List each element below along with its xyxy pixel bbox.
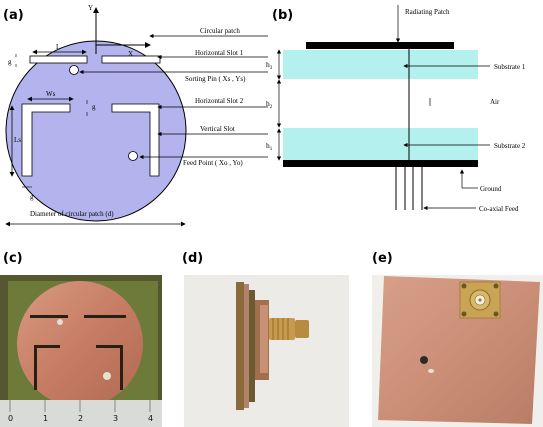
dim-g-label-1: g: [8, 58, 12, 66]
label-horizontal-slot-1: Horizontal Slot 1: [195, 49, 244, 57]
label-h2: h2: [266, 99, 273, 110]
ruler-num-4: 4: [148, 414, 153, 423]
ground-plane: [283, 160, 478, 167]
label-feed-point: Feed Point ( Xo , Yo): [183, 159, 243, 167]
label-radiating-patch: Radiating Patch: [405, 8, 450, 16]
dim-Ws-label: Ws: [46, 90, 56, 98]
panel-c: (c) 0 1 2 3 4: [0, 251, 162, 427]
horizontal-slot-1-left: [29, 55, 88, 64]
x-axis-label: X: [128, 50, 133, 58]
substrate-1: [283, 50, 478, 79]
panel-d: (d): [182, 251, 349, 427]
label-h1: h1: [266, 141, 273, 152]
dim-L-label: L: [56, 43, 60, 51]
panel-label-b: (b): [272, 8, 293, 23]
label-air: Air: [490, 98, 500, 106]
label-horizontal-slot-2: Horizontal Slot 2: [195, 97, 244, 105]
label-shorting-pin: Sorting Pin ( Xs , Ys): [185, 75, 246, 83]
label-vertical-slot: Vertical Slot: [200, 125, 235, 133]
diameter-label: Diameter of circular patch (d): [30, 210, 114, 218]
substrate-2: [283, 128, 478, 160]
y-axis-label: Y: [88, 4, 93, 12]
shorting-pin-photo: [420, 356, 428, 364]
feed-point: [128, 151, 138, 161]
sma-connector: [269, 318, 295, 340]
horizontal-slot-1-right: [101, 55, 161, 64]
dim-Ls-label: Ls: [14, 136, 21, 144]
radiating-patch: [306, 42, 454, 49]
label-circular-patch: Circular patch: [200, 27, 240, 35]
label-coaxial-feed: Co-axial Feed: [479, 205, 519, 213]
label-h3: h3: [266, 60, 273, 71]
ruler-num-2: 2: [78, 414, 83, 423]
panel-label-e: (e): [372, 251, 393, 266]
panel-b: (b) Radiating Patch Substrate 1 Air Subs…: [266, 5, 526, 213]
ruler-num-1: 1: [43, 414, 48, 423]
panel-label-a: (a): [3, 8, 24, 23]
panel-a: (a) Y X L g Ws g Ls g: [3, 4, 268, 227]
right-l-slot: [111, 103, 160, 177]
dim-g-label-3: g: [30, 193, 34, 201]
label-substrate-1: Substrate 1: [494, 63, 526, 71]
panel-label-d: (d): [182, 251, 203, 266]
dim-g-label-2: g: [92, 103, 96, 111]
ruler: [0, 400, 162, 427]
shorting-pin: [69, 65, 79, 75]
ruler-num-3: 3: [113, 414, 118, 423]
copper-ground-plane: [378, 276, 540, 424]
label-ground: Ground: [480, 185, 502, 193]
left-l-slot: [21, 103, 71, 177]
panel-label-c: (c): [3, 251, 23, 266]
ruler-num-0: 0: [8, 414, 13, 423]
copper-patch: [17, 281, 143, 407]
label-substrate-2: Substrate 2: [494, 142, 526, 150]
panel-e: (e): [372, 251, 543, 427]
